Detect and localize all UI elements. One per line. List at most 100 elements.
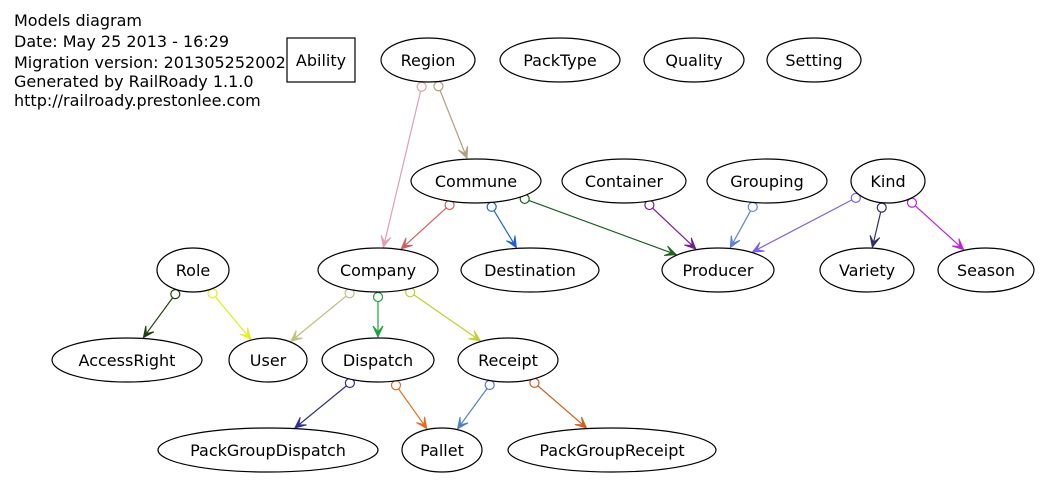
generator-credit: Generated by RailRoady 1.1.0	[14, 72, 254, 91]
relation-crowfoot	[142, 325, 155, 339]
model-ellipse	[156, 247, 230, 293]
relation-line	[212, 293, 250, 339]
model-pack-type: PackType	[499, 37, 621, 83]
relation-origin-circle	[416, 81, 427, 92]
relation-commune-destination	[486, 201, 518, 249]
model-dispatch: Dispatch	[321, 337, 435, 383]
relation-crowfoot	[951, 238, 965, 251]
model-ellipse	[507, 427, 717, 473]
relation-line	[458, 384, 491, 428]
relation-crowfoot	[400, 237, 413, 250]
model-label: User	[250, 351, 287, 370]
relation-container-producer	[644, 199, 697, 250]
relation-region-company	[380, 81, 427, 249]
relation-crowfoot	[729, 235, 741, 249]
model-pallet: Pallet	[401, 427, 483, 473]
model-grouping: Grouping	[706, 158, 828, 204]
model-ellipse	[401, 427, 483, 473]
relation-crowfoot	[289, 330, 303, 343]
model-ellipse	[561, 158, 687, 204]
relation-origin-circle	[170, 289, 181, 300]
model-label: Role	[176, 261, 210, 280]
model-ellipse	[937, 247, 1035, 293]
relation-company-dispatch	[372, 291, 384, 339]
migration-version: Migration version: 20130525200207	[14, 53, 307, 72]
model-ellipse	[321, 337, 435, 383]
relation-origin-circle	[433, 81, 444, 92]
model-label: Kind	[870, 172, 905, 191]
relation-crowfoot	[468, 330, 482, 342]
model-label: Variety	[839, 261, 895, 280]
model-ellipse	[457, 337, 559, 383]
relation-commune-company	[400, 199, 455, 250]
relation-line	[383, 86, 423, 246]
model-label: Receipt	[478, 351, 538, 370]
relation-origin-circle	[850, 192, 861, 203]
relation-crowfoot	[506, 235, 518, 249]
relation-company-receipt	[405, 287, 482, 342]
model-ellipse	[51, 337, 203, 383]
model-ellipse	[228, 337, 308, 383]
relation-crowfoot	[380, 235, 392, 249]
relation-kind-producer	[751, 192, 861, 253]
model-label: Pallet	[420, 441, 464, 460]
relation-line	[144, 293, 176, 337]
relation-receipt-pallet	[456, 379, 495, 430]
relation-role-access-right	[142, 289, 181, 339]
model-ellipse	[850, 158, 926, 204]
relation-company-user	[289, 288, 355, 343]
relation-line	[534, 382, 586, 428]
model-user: User	[228, 337, 308, 383]
relation-line	[730, 206, 754, 247]
model-role: Role	[156, 247, 230, 293]
model-ellipse	[157, 427, 379, 473]
relation-line	[292, 292, 350, 341]
relation-crowfoot	[293, 416, 307, 429]
relation-crowfoot	[574, 416, 588, 429]
model-producer: Producer	[661, 247, 775, 293]
relation-line	[524, 198, 675, 255]
diagram-title: Models diagram	[14, 11, 142, 30]
model-region: Region	[380, 37, 476, 83]
model-destination: Destination	[460, 247, 600, 293]
relation-line	[409, 291, 480, 341]
generator-url: http://railroady.prestonlee.com	[14, 91, 261, 110]
model-access-right: AccessRight	[51, 337, 203, 383]
relation-crowfoot	[372, 325, 384, 339]
relation-crowfoot	[457, 146, 469, 160]
model-kind: Kind	[850, 158, 926, 204]
relation-origin-circle	[390, 380, 402, 391]
model-setting: Setting	[766, 37, 862, 83]
model-label: PackGroupReceipt	[539, 441, 684, 460]
relation-crowfoot	[239, 327, 252, 341]
diagram-date: Date: May 25 2013 - 16:29	[14, 32, 230, 51]
model-label: AccessRight	[79, 351, 176, 370]
relation-crowfoot	[869, 235, 881, 249]
model-ellipse	[317, 247, 439, 293]
model-pack-group-dispatch: PackGroupDispatch	[157, 427, 379, 473]
relation-origin-circle	[372, 291, 384, 303]
model-label: PackType	[523, 51, 597, 70]
model-ellipse	[499, 37, 621, 83]
model-label: Setting	[785, 51, 842, 70]
relation-dispatch-pack-group-dispatch	[293, 377, 355, 429]
model-ellipse	[706, 158, 828, 204]
relation-line	[753, 197, 857, 252]
model-label: PackGroupDispatch	[190, 441, 346, 460]
relation-line	[648, 204, 695, 249]
relation-crowfoot	[416, 416, 428, 430]
model-label: Commune	[435, 172, 517, 191]
relation-line	[402, 204, 451, 249]
relation-line	[491, 206, 516, 247]
model-season: Season	[937, 247, 1035, 293]
model-label: Destination	[484, 261, 576, 280]
model-ability: Ability	[286, 37, 356, 83]
relation-dispatch-pallet	[390, 380, 428, 430]
model-label: Season	[957, 261, 1015, 280]
relation-region-commune	[433, 81, 469, 160]
relation-line	[296, 382, 351, 428]
model-label: Grouping	[730, 172, 803, 191]
